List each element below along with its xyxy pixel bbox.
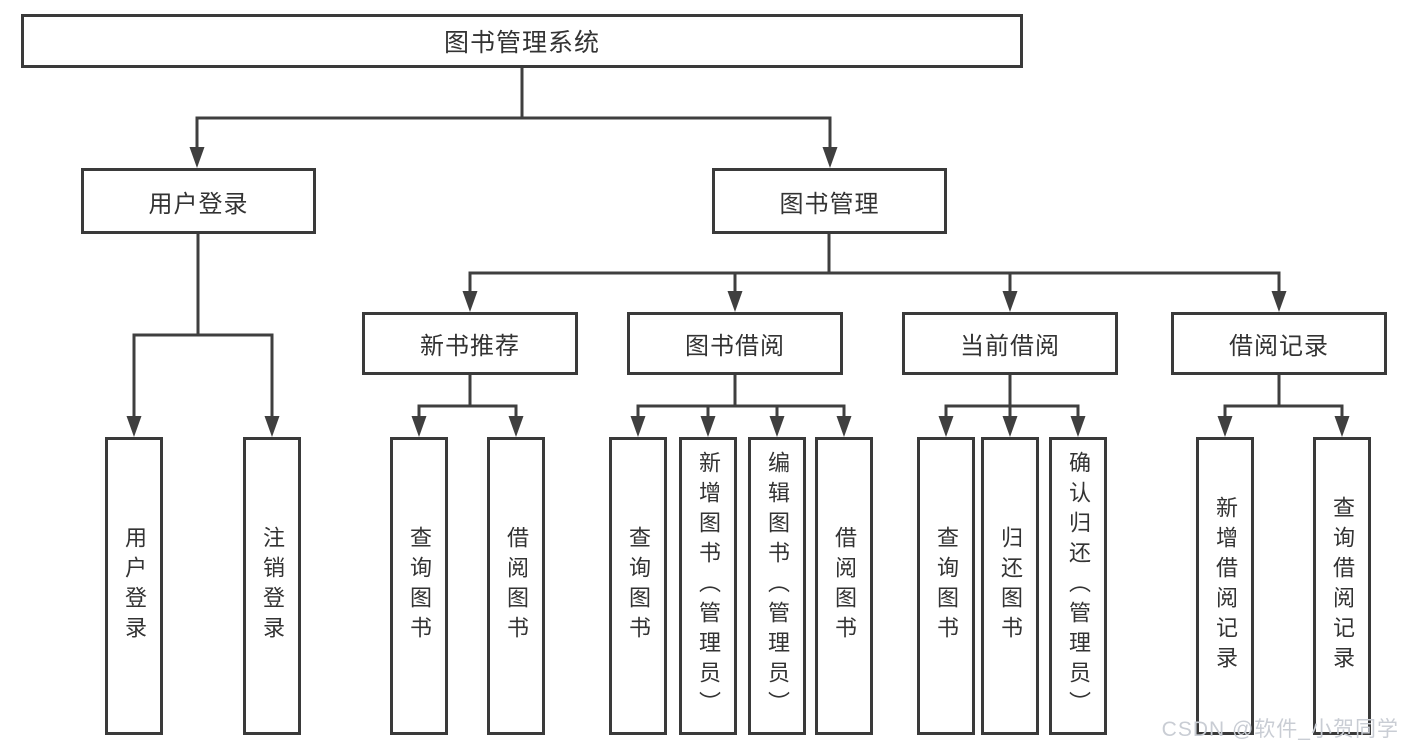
node-label: 新书推荐 bbox=[420, 333, 520, 360]
leaf-add-borrow-record: 新增借阅记录 bbox=[1196, 437, 1254, 735]
node-label: 归还图书 bbox=[998, 526, 1023, 646]
node-label: 借阅图书 bbox=[504, 526, 529, 646]
arrowheads bbox=[126, 147, 1350, 437]
leaf-add-book-admin: 新增图书（管理员） bbox=[679, 437, 737, 735]
node-label: 查询图书 bbox=[934, 526, 959, 646]
node-label: 借阅记录 bbox=[1229, 333, 1329, 360]
node-label: 用户登录 bbox=[148, 190, 249, 218]
node-library-management-system: 图书管理系统 bbox=[21, 14, 1023, 68]
node-label: 新增图书（管理员） bbox=[696, 451, 721, 721]
node-label: 查询借阅记录 bbox=[1330, 496, 1355, 676]
node-label: 注销登录 bbox=[260, 526, 285, 646]
leaf-return-book: 归还图书 bbox=[981, 437, 1039, 735]
node-label: 查询图书 bbox=[626, 526, 651, 646]
csdn-watermark: CSDN @软件_小贺同学 bbox=[1161, 718, 1399, 741]
leaf-query-borrow-record: 查询借阅记录 bbox=[1313, 437, 1371, 735]
leaf-user-login: 用户登录 bbox=[105, 437, 163, 735]
node-label: 确认归还（管理员） bbox=[1066, 451, 1091, 721]
node-label: 用户登录 bbox=[122, 526, 147, 646]
node-borrow-records: 借阅记录 bbox=[1171, 312, 1387, 375]
leaf-query-book-current: 查询图书 bbox=[917, 437, 975, 735]
node-label: 图书借阅 bbox=[685, 333, 785, 360]
node-label: 当前借阅 bbox=[960, 333, 1060, 360]
node-label: 新增借阅记录 bbox=[1213, 496, 1238, 676]
node-book-management: 图书管理 bbox=[712, 168, 947, 234]
leaf-logout: 注销登录 bbox=[243, 437, 301, 735]
leaf-confirm-return-admin: 确认归还（管理员） bbox=[1049, 437, 1107, 735]
node-label: 编辑图书（管理员） bbox=[765, 451, 790, 721]
leaf-query-book-recommend: 查询图书 bbox=[390, 437, 448, 735]
leaf-borrow-book: 借阅图书 bbox=[815, 437, 873, 735]
node-new-book-recommend: 新书推荐 bbox=[362, 312, 578, 375]
leaf-edit-book-admin: 编辑图书（管理员） bbox=[748, 437, 806, 735]
node-label: 图书管理系统 bbox=[443, 29, 600, 57]
node-user-login: 用户登录 bbox=[81, 168, 316, 234]
node-book-borrow: 图书借阅 bbox=[627, 312, 843, 375]
node-label: 图书管理 bbox=[779, 190, 880, 218]
node-current-borrow: 当前借阅 bbox=[902, 312, 1118, 375]
leaf-query-book-borrow: 查询图书 bbox=[609, 437, 667, 735]
leaf-borrow-book-recommend: 借阅图书 bbox=[487, 437, 545, 735]
node-label: 查询图书 bbox=[407, 526, 432, 646]
node-label: 借阅图书 bbox=[832, 526, 857, 646]
